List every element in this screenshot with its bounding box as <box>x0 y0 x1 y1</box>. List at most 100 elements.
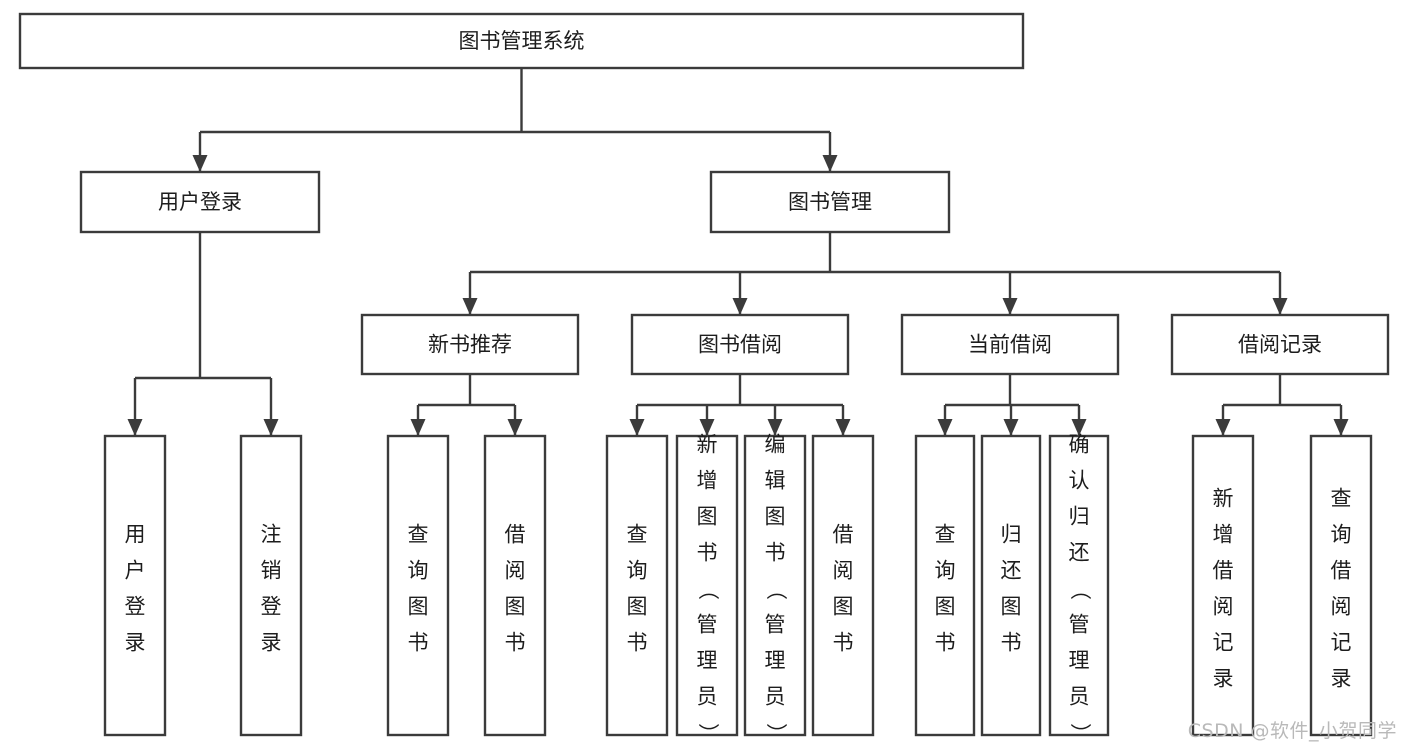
node-level2-当前借阅[interactable]: 当前借阅 <box>900 313 1120 376</box>
svg-text:图: 图 <box>1001 595 1022 619</box>
node-box <box>79 170 321 234</box>
arrow-head-icon <box>507 419 523 436</box>
node-label: 借阅记录 <box>1238 333 1322 357</box>
csdn-watermark: CSDN @软件_小贺同学 <box>1187 720 1397 742</box>
node-box <box>980 434 1042 737</box>
svg-text:理: 理 <box>1069 649 1090 673</box>
node-box <box>1048 434 1110 737</box>
arrow-head-icon <box>1002 298 1018 315</box>
svg-text:借: 借 <box>505 523 526 547</box>
node-box <box>239 434 303 737</box>
svg-text:阅: 阅 <box>833 559 854 583</box>
node-box <box>900 313 1120 376</box>
svg-text:书: 书 <box>833 631 854 655</box>
node-level2-借阅记录[interactable]: 借阅记录 <box>1170 313 1390 376</box>
node-box <box>1170 313 1390 376</box>
svg-text:（: （ <box>1068 579 1092 600</box>
connector-layer <box>127 68 1349 436</box>
svg-text:查: 查 <box>935 523 956 547</box>
node-root-图书管理系统[interactable]: 图书管理系统 <box>18 12 1025 70</box>
svg-text:阅: 阅 <box>1331 595 1352 619</box>
svg-text:用: 用 <box>125 523 146 547</box>
node-level2-图书借阅[interactable]: 图书借阅 <box>630 313 850 376</box>
svg-text:管: 管 <box>765 613 786 637</box>
node-box <box>675 434 739 737</box>
arrow-head-icon <box>410 419 426 436</box>
node-box <box>1309 434 1373 737</box>
node-label: 新书推荐 <box>428 333 512 357</box>
svg-text:询: 询 <box>1331 523 1352 547</box>
arrow-head-icon <box>937 419 953 436</box>
arrow-head-icon <box>1071 419 1087 436</box>
arrow-head-icon <box>699 419 715 436</box>
svg-text:增: 增 <box>697 469 718 493</box>
node-box <box>386 434 450 737</box>
svg-text:）: ） <box>696 723 720 744</box>
svg-text:录: 录 <box>1213 667 1234 691</box>
svg-text:辑: 辑 <box>765 469 786 493</box>
node-label: 图书借阅 <box>698 333 782 357</box>
svg-text:图: 图 <box>697 505 718 529</box>
arrow-head-icon <box>1003 419 1019 436</box>
svg-text:查: 查 <box>627 523 648 547</box>
svg-text:归: 归 <box>1001 523 1022 547</box>
svg-text:记: 记 <box>1213 631 1234 655</box>
svg-text:阅: 阅 <box>1213 595 1234 619</box>
svg-text:（: （ <box>764 579 788 600</box>
svg-text:图: 图 <box>505 595 526 619</box>
node-level1-图书管理[interactable]: 图书管理 <box>709 170 951 234</box>
svg-text:书: 书 <box>697 541 718 565</box>
svg-text:书: 书 <box>1001 631 1022 655</box>
svg-text:编: 编 <box>765 433 786 457</box>
node-box <box>743 434 807 737</box>
node-layer: 图书管理系统用户登录图书管理新书推荐图书借阅当前借阅借阅记录用户登录注销登录查询… <box>18 12 1390 745</box>
svg-text:增: 增 <box>1213 523 1234 547</box>
node-label: 图书管理 <box>788 190 872 214</box>
node-label: 用户登录 <box>125 523 146 655</box>
node-level2-新书推荐[interactable]: 新书推荐 <box>360 313 580 376</box>
node-level1-用户登录[interactable]: 用户登录 <box>79 170 321 234</box>
node-box <box>103 434 167 737</box>
arrow-head-icon <box>835 419 851 436</box>
svg-text:阅: 阅 <box>505 559 526 583</box>
svg-text:员: 员 <box>697 685 718 709</box>
svg-text:询: 询 <box>935 559 956 583</box>
svg-text:还: 还 <box>1001 559 1022 583</box>
node-box <box>1191 434 1255 737</box>
svg-text:书: 书 <box>627 631 648 655</box>
arrow-head-icon <box>127 419 143 436</box>
svg-text:理: 理 <box>697 649 718 673</box>
svg-text:查: 查 <box>408 523 429 547</box>
svg-text:新: 新 <box>1213 487 1234 511</box>
svg-text:书: 书 <box>505 631 526 655</box>
node-leaf-用户登录[interactable]: 用户登录 <box>103 434 167 737</box>
node-label: 图书管理系统 <box>459 29 585 53</box>
arrow-head-icon <box>732 298 748 315</box>
node-box <box>18 12 1025 70</box>
svg-text:管: 管 <box>697 613 718 637</box>
svg-text:图: 图 <box>935 595 956 619</box>
arrow-head-icon <box>767 419 783 436</box>
svg-text:）: ） <box>1068 723 1092 744</box>
arrow-head-icon <box>822 155 838 172</box>
node-box <box>630 313 850 376</box>
node-box <box>709 170 951 234</box>
svg-text:图: 图 <box>765 505 786 529</box>
